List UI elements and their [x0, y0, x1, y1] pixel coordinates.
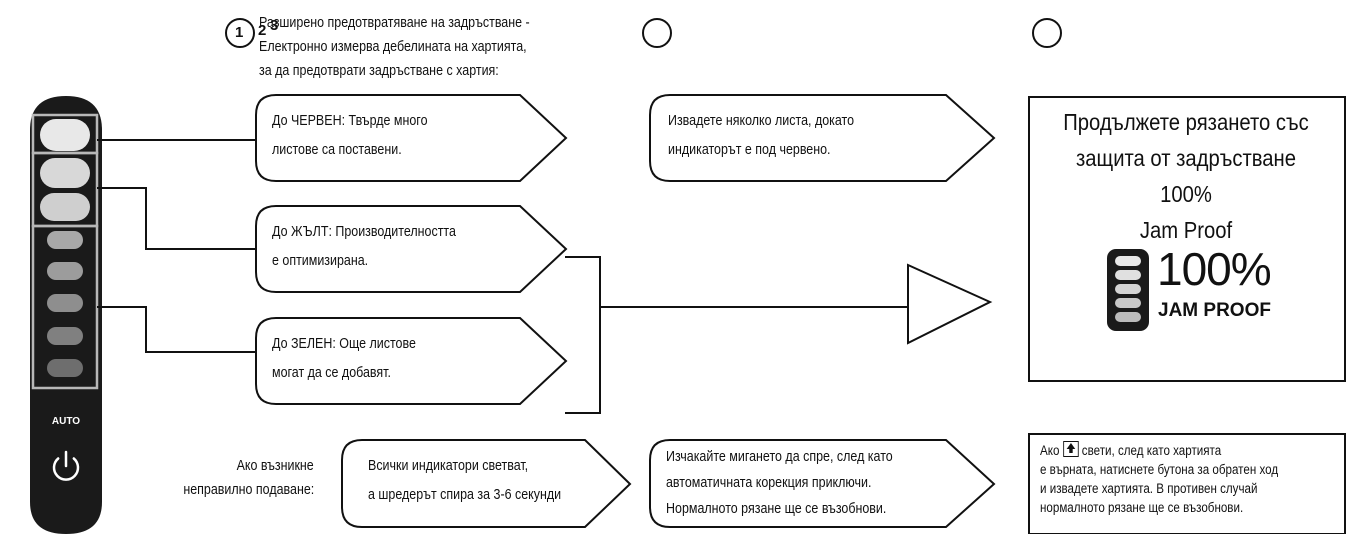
misfeed-col2-line-1: Изчакайте мигането да спре, след като — [666, 449, 893, 465]
step-circle-1 — [225, 18, 255, 48]
step-number-2: 2 — [258, 22, 267, 39]
callout-yellow — [255, 205, 568, 293]
green-text-line-1: До ЗЕЛЕН: Още листове — [272, 336, 416, 352]
misfeed-col2-line-2: автоматичната корекция приключи. — [666, 475, 872, 491]
green-text-line-2: могат да се добавят. — [272, 365, 391, 381]
auto-label: AUTO — [52, 416, 80, 427]
large-arrow-head — [907, 263, 993, 345]
indicator-light-green-5 — [47, 359, 83, 377]
jam-proof-title: Продължете рязането със защита от задръс… — [1050, 104, 1321, 248]
misfeed-col1-line-2: а шредерът спира за 3-6 секунди — [368, 487, 562, 503]
reverse-note-line-1: Ако свети, след като хартията — [1040, 441, 1278, 460]
indicator-light-yellow-2 — [40, 193, 90, 221]
reverse-note-line-2: е върната, натиснете бутона за обратен х… — [1040, 462, 1279, 477]
misfeed-col2-line-3: Нормалното рязане ще се възобнови. — [666, 501, 887, 517]
jam-proof-title-line-2: защита от задръстване 100% — [1076, 145, 1296, 207]
step-number-3: 3 — [270, 17, 279, 34]
red-text-line-2: листове са поставени. — [272, 142, 402, 158]
indicator-light-red — [40, 119, 90, 151]
indicator-light-green-3 — [47, 294, 83, 312]
red-text-line-1: До ЧЕРВЕН: Твърде много — [272, 113, 428, 129]
indicator-badge-icon — [1107, 249, 1149, 331]
callout-shapes — [255, 94, 996, 528]
connector-yellow — [97, 187, 260, 250]
jam-proof-title-line-1: Продължете рязането със — [1063, 109, 1309, 135]
callout-green — [255, 317, 568, 405]
remove-sheets-line-2: индикаторът е под червено. — [668, 142, 831, 158]
reverse-note-rest: свети, след като хартията — [1081, 443, 1222, 458]
control-panel: AUTO — [30, 96, 102, 534]
connector-green — [97, 306, 260, 353]
callout-red — [255, 94, 568, 182]
step-circle-2 — [642, 18, 672, 48]
indicator-light-yellow-1 — [40, 158, 90, 188]
badge-label: JAM PROOF — [1158, 300, 1271, 321]
intro-line-1: Разширено предотвратяване на задръстване… — [259, 15, 530, 31]
intro-line-2: Електронно измерва дебелината на хартият… — [259, 39, 527, 55]
step-number-1: 1 — [235, 24, 244, 41]
reverse-note: Ако свети, след като хартията е върната, … — [1040, 441, 1278, 517]
result-box-jam-proof — [1028, 96, 1346, 382]
bracket-right — [565, 256, 601, 414]
reverse-note-line-3: и извадете хартията. В противен случай — [1040, 481, 1258, 496]
indicator-light-green-1 — [47, 231, 83, 249]
step-circle-3 — [1032, 18, 1062, 48]
yellow-text-line-1: До ЖЪЛТ: Производителността — [272, 224, 456, 240]
callout-misfeed-1 — [341, 439, 632, 528]
remove-sheets-line-1: Извадете няколко листа, докато — [668, 113, 855, 129]
callout-misfeed-2 — [649, 439, 996, 528]
misfeed-label-line-1: Ако възникне — [236, 458, 314, 474]
power-icon — [52, 450, 80, 481]
reverse-arrow-icon — [1062, 441, 1079, 457]
connector-lines — [97, 139, 908, 414]
intro-line-3: за да предотврати задръстване с хартия: — [259, 63, 499, 79]
badge-percent: 100% — [1157, 243, 1272, 295]
reverse-note-line-4: нормалното рязане ще се възобнови. — [1040, 500, 1244, 515]
indicator-light-green-2 — [47, 262, 83, 280]
yellow-text-line-2: е оптимизирана. — [272, 253, 369, 269]
result-box-reverse — [1028, 433, 1346, 534]
callout-remove-sheets — [649, 94, 996, 182]
reverse-note-prefix: Ако — [1040, 443, 1060, 458]
indicator-light-green-4 — [47, 327, 83, 345]
jam-proof-title-line-3: Jam Proof — [1139, 217, 1233, 243]
misfeed-col1-line-1: Всички индикатори светват, — [368, 458, 529, 474]
misfeed-label-line-2: неправилно подаване: — [183, 482, 314, 498]
